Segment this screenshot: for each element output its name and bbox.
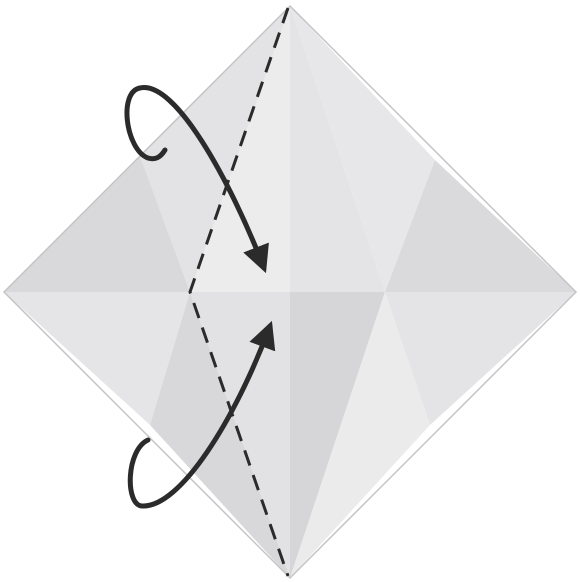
paper-facet-top-center-left bbox=[190, 6, 290, 292]
paper-facet-top-left bbox=[140, 6, 290, 292]
paper-facet-right-upper bbox=[385, 160, 576, 292]
paper-square bbox=[2, 4, 578, 580]
paper-facet-bottom-right bbox=[290, 292, 430, 578]
paper-facet-left-lower bbox=[4, 292, 190, 425]
paper-facet-top-right bbox=[290, 6, 435, 292]
fold-over-arrow-lower bbox=[127, 320, 276, 509]
paper-outline bbox=[2, 4, 578, 580]
fold-over-arrow-upper bbox=[124, 85, 269, 274]
valley-fold-line bbox=[188, 7, 290, 577]
paper-facet-right-lower bbox=[385, 292, 576, 425]
paper-facet-left-upper bbox=[4, 156, 190, 292]
